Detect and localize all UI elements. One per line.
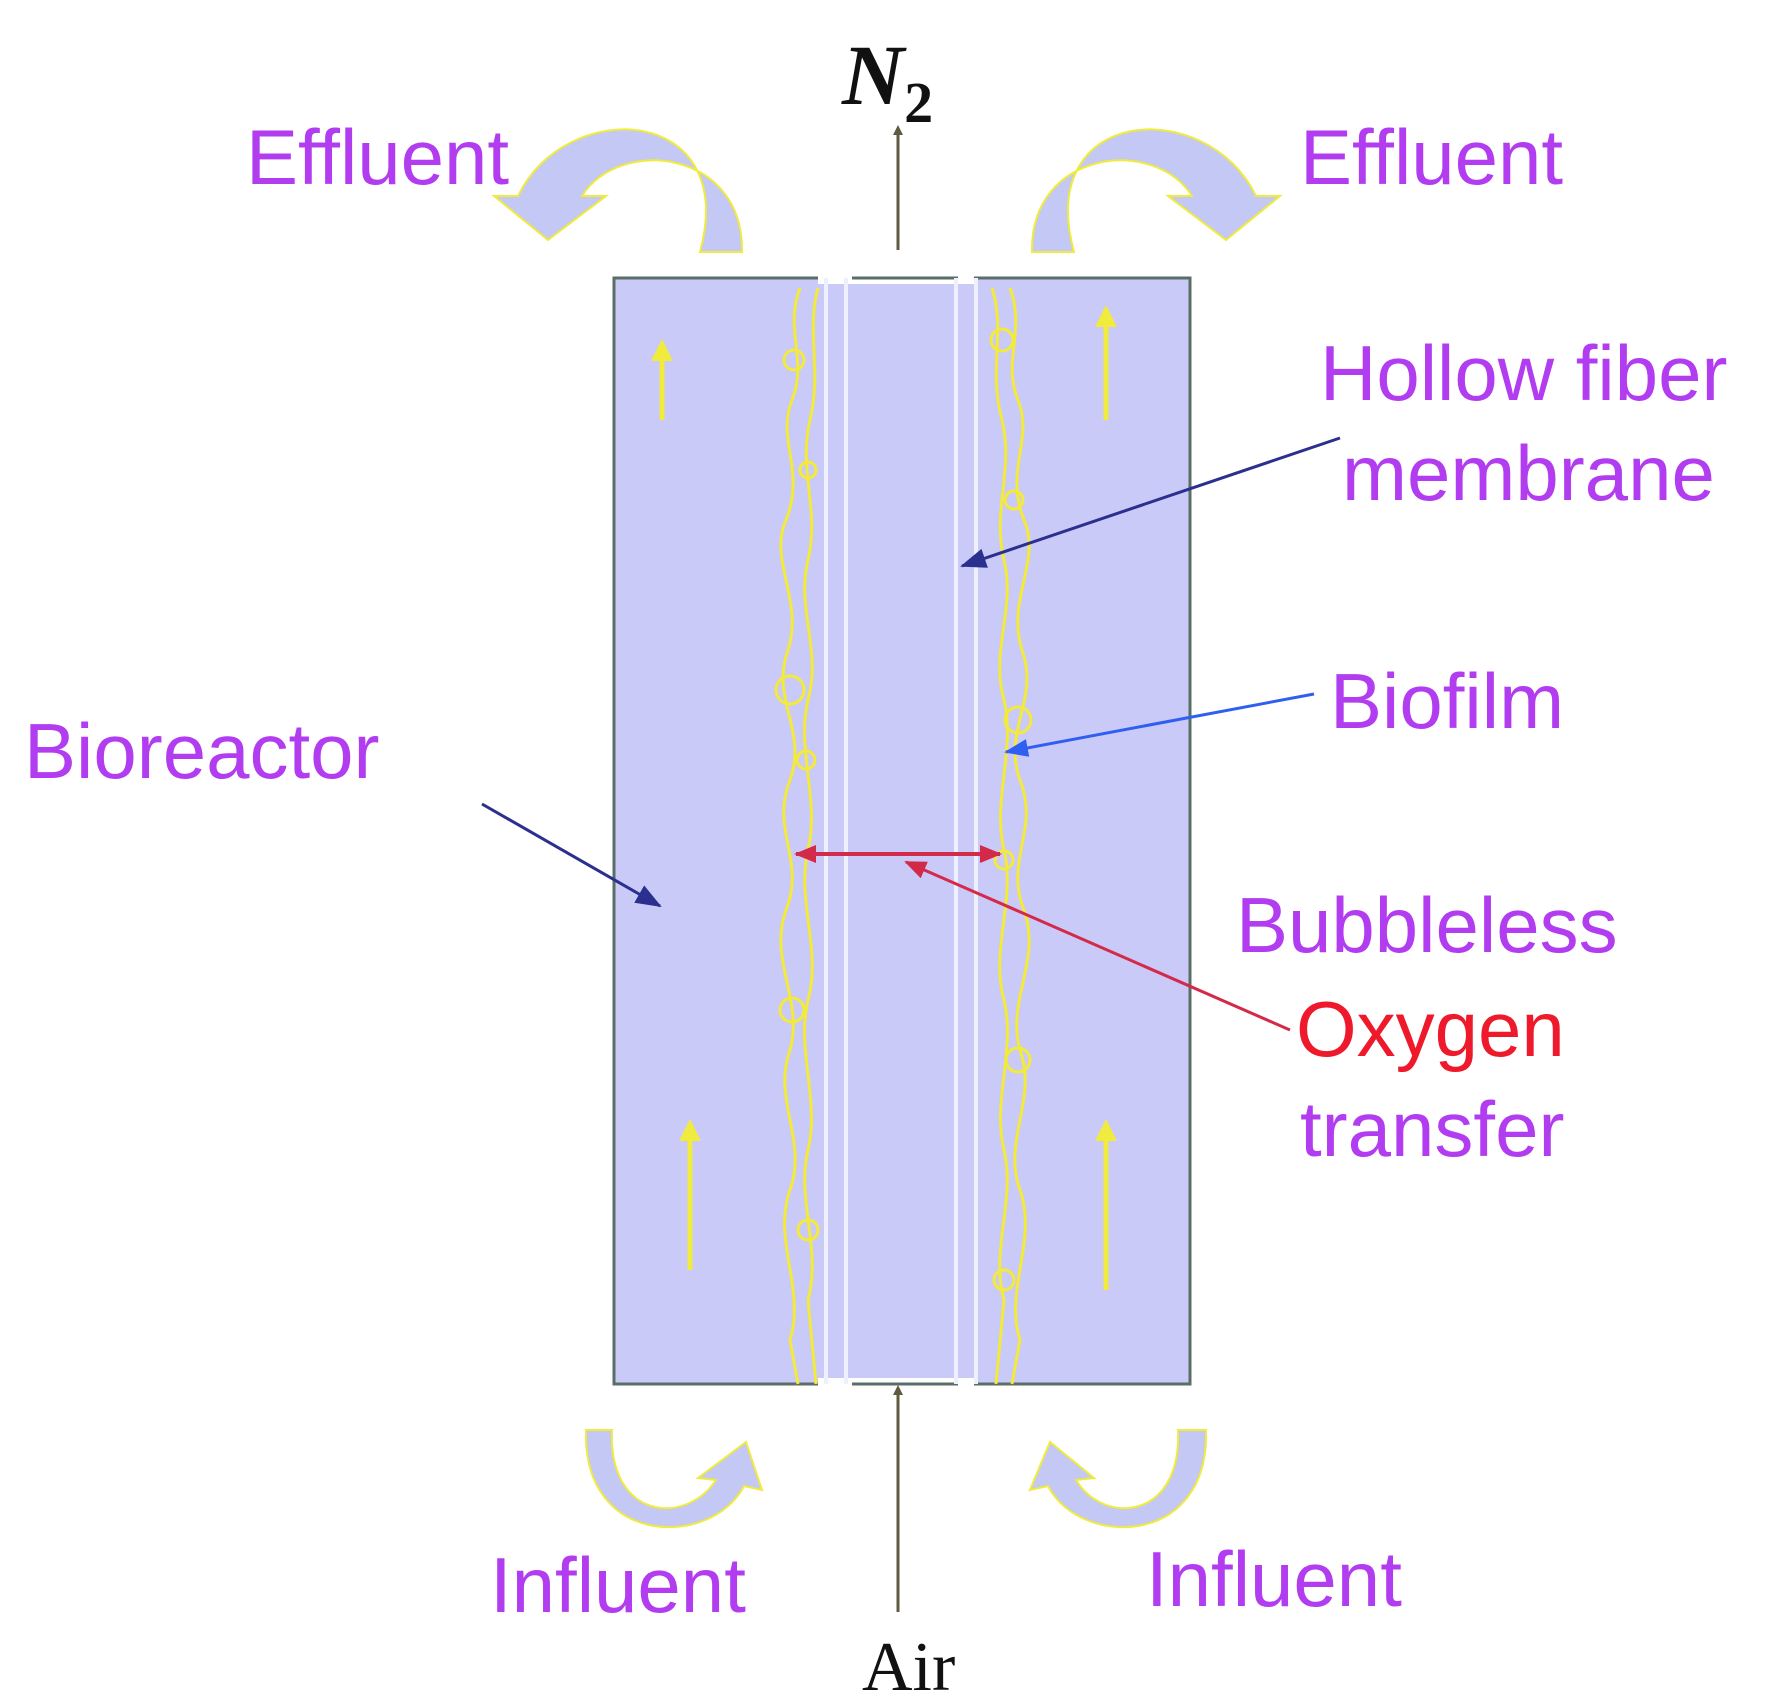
effluent-right-arrow: [1030, 128, 1283, 253]
biofilm-label: Biofilm: [1330, 657, 1564, 745]
effluent-right-label: Effluent: [1300, 113, 1563, 201]
oxygen-transfer-pointer: [904, 860, 1291, 1032]
hollow-fiber-label-line1: Hollow fiber: [1320, 329, 1727, 417]
biofilm-pointer: [1004, 692, 1315, 757]
hollow-fiber-label-line2: membrane: [1342, 429, 1715, 517]
influent-left-arrow: [584, 1429, 764, 1529]
air-label: Air: [862, 1629, 955, 1704]
influent-right-label: Influent: [1146, 1535, 1402, 1623]
n2-label: N2: [841, 27, 933, 135]
bubbleless-label: Bubbleless: [1236, 881, 1618, 969]
biofilm-layer: [774, 287, 1033, 1385]
transfer-label: transfer: [1300, 1085, 1564, 1173]
bioreactor-label: Bioreactor: [24, 707, 380, 795]
bioreactor-pointer: [481, 802, 662, 908]
hollow-fiber-membrane: [824, 278, 978, 1384]
influent-right-arrow: [1028, 1429, 1208, 1529]
bioreactor-vessel: [612, 272, 1192, 1390]
oxygen-label: Oxygen: [1296, 985, 1565, 1073]
upflow-arrows: [651, 305, 1117, 1290]
effluent-left-arrow: [491, 128, 744, 253]
influent-left-label: Influent: [490, 1541, 746, 1629]
effluent-left-label: Effluent: [246, 113, 509, 201]
hollow-fiber-pointer: [960, 436, 1341, 568]
